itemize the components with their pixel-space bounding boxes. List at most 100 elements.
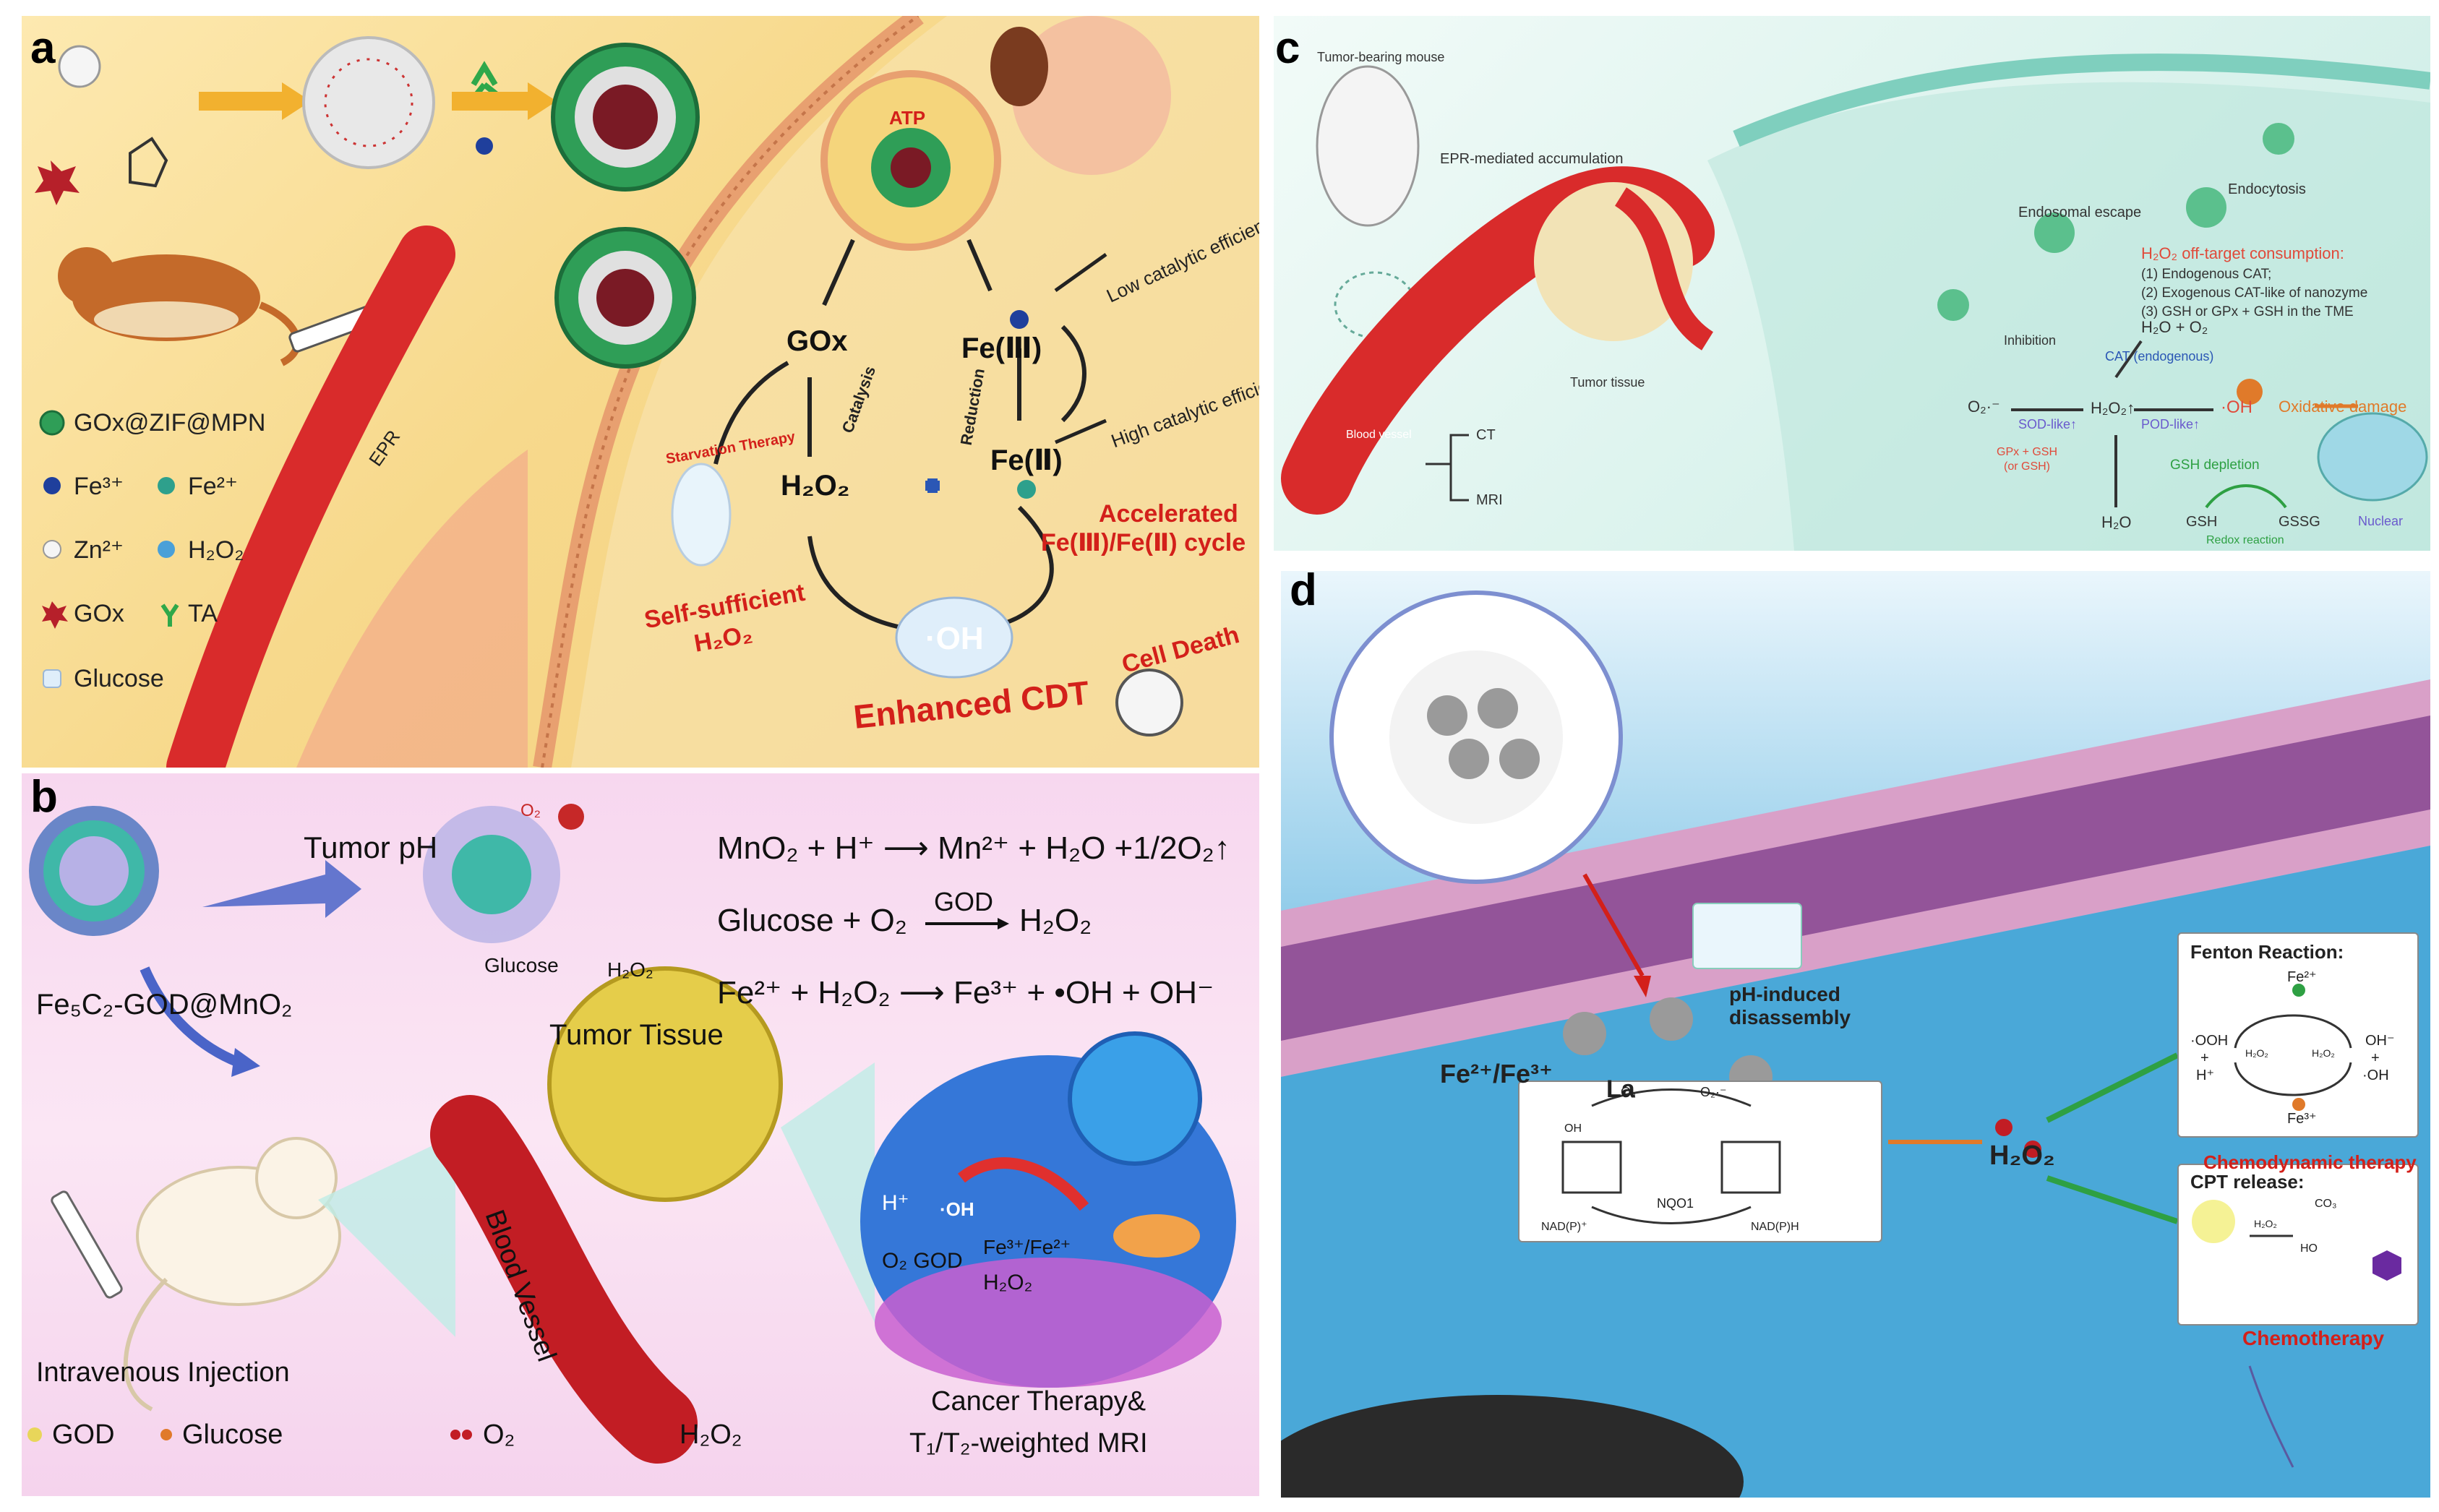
degraded-particle-shell [452,835,531,914]
endosome-c-3 [2263,123,2294,155]
mitochondria-b-icon [1113,1214,1200,1258]
cancer-therapy-label: Cancer Therapy& [931,1386,1146,1417]
tumor-tissue-b-icon [547,966,783,1202]
equation-god-label: GOD [934,887,994,916]
nucleus-icon [1012,16,1171,175]
accelerated-label: Accelerated [1099,500,1238,528]
sod-like-label: SOD-like↑ [2018,417,2078,431]
tumor-ph-label: Tumor pH [304,830,438,864]
tumor-tissue-a [296,450,528,768]
released-np-1 [1563,1012,1606,1055]
synthesis-arrowhead-2 [528,82,557,120]
arrow-to-fenton [2046,1052,2179,1123]
particle-name-label: Fe₅C₂-GOD@MnO₂ [36,989,293,1021]
nucleus-b-icon [1068,1031,1202,1166]
fe-ions-label: Fe²⁺/Fe³⁺ [1440,1059,1553,1088]
blood-vessel [166,225,455,768]
legend-glucose: Glucose [74,665,164,692]
nqo1-o2-label: O₂ [1621,1085,1636,1099]
released-np-2 [1650,997,1693,1041]
ct-label: CT [1476,427,1496,443]
la-label: La [1606,1075,1635,1103]
zn-ion-icon [58,45,101,88]
chemodynamic-therapy-label: Chemodynamic therapy [2203,1151,2417,1173]
legend-fe3-icon [43,477,61,494]
mouse-b-tail [123,1277,168,1412]
er-icon [958,1157,1089,1211]
syringe-b-icon [51,1190,123,1299]
oh-cloud-icon [895,596,1013,679]
offtarget-item-1: (1) Endogenous CAT; [2141,267,2272,282]
imaging-bracket [1426,434,1469,502]
panel-d-graphics [1281,590,2430,1498]
nucleus-d-icon [1281,1395,1744,1498]
cpt-release-title: CPT release: [2190,1171,2305,1193]
ph-induced-label: pH-induced [1729,983,1840,1005]
arrow-to-fe3 [966,239,993,292]
legend-gox: GOx [74,600,124,627]
ho-label: HO [2300,1242,2318,1255]
nadp-label: NAD(P)⁺ [1541,1221,1587,1233]
endosome-c-1 [2034,212,2075,253]
blood-vessel-b [430,1095,698,1464]
tumor-ph-arrow [202,860,361,918]
tumor-tissue-b-label: Tumor Tissue [549,1019,724,1051]
injection-arrowhead [231,1048,260,1077]
legend-fe2: Fe²⁺ [188,473,238,500]
endosomal-escape-label: Endosomal escape [2018,205,2142,220]
gssg-label: GSSG [2279,514,2320,530]
h2o2-c-label: H₂O₂↑ [2091,399,2135,417]
disassembly-label: disassembly [1729,1006,1851,1028]
gpx-gsh-label: GPx + GSH [1997,446,2058,458]
cell-region-c [1707,82,2430,551]
mouse-head [58,247,116,305]
h2o2-small-label: H₂O₂ [607,958,653,981]
micelle-np-2 [1478,688,1518,729]
gox-node-label: GOx [786,325,848,357]
nqo1-label: NQO1 [1657,1196,1694,1211]
starvation-icon [671,463,732,567]
equation-glucose-right: H₂O₂ [1019,903,1092,938]
legend-o2-icon [450,1430,460,1440]
h2o2-drop-1 [1995,1119,2013,1136]
offtarget-item-3: (3) GSH or GPx + GSH in the TME [2141,304,2354,319]
legend-ta: TA [188,600,218,627]
arrow-cat [2114,340,2143,379]
fenton-oh-label: ·OH [2362,1068,2389,1083]
superoxide-label: O₂·⁻ [1968,398,2000,416]
tumor-tissue-c-label: Tumor tissue [1570,375,1645,390]
panel-letter-b: b [30,773,58,822]
entry-arrowhead [1634,976,1651,997]
legend-fe2-icon [158,477,175,494]
legend-fe3: Fe³⁺ [74,473,124,500]
legend-ta-icon [160,603,179,627]
fe2-node-icon [1017,480,1036,499]
arrow-to-cpt [2046,1175,2179,1224]
legend-h2o2: H₂O₂ [188,536,244,564]
equation-fenton: Fe²⁺ + H₂O₂ ⟶ Fe³⁺ + •OH + OH⁻ [717,975,1214,1010]
legend-h2o2-b-icon [656,1426,674,1442]
mouse-c-icon [1316,65,1420,227]
equation-glucose-left: Glucose + O₂ [717,903,907,938]
gox-zif-mpn-core [593,85,658,150]
offtarget-title: H₂O₂ off-target consumption: [2141,244,2344,262]
fenton-fe2-label: Fe²⁺ [2287,969,2317,985]
cycle-label: Fe(Ⅲ)/Fe(Ⅱ) cycle [1041,529,1246,557]
nqo1-o2-radical-label: O₂·⁻ [1700,1085,1727,1099]
legend-h2o2-icon [158,541,175,558]
zif-core-dots [324,58,413,147]
nqo1-box [1518,1081,1882,1242]
cpt-h2o2-label: H₂O₂ [2254,1218,2277,1229]
nanozyme-c [1937,289,1969,321]
membrane-core-d [1281,716,2430,1041]
redox-label: Redox reaction [2206,534,2284,546]
entry-arrow [1582,873,1645,977]
h2o2-d-label: H₂O₂ [1989,1141,2055,1171]
injection-arrow [140,966,241,1068]
oh-structure-label: OH [1564,1122,1582,1135]
oh-radical-label: ·OH [925,621,984,656]
panel-b-graphics [27,804,1236,1464]
tumor-vessel [1614,187,1714,351]
chemotherapy-label: Chemotherapy [2242,1327,2385,1349]
micelle-core [1389,650,1563,824]
